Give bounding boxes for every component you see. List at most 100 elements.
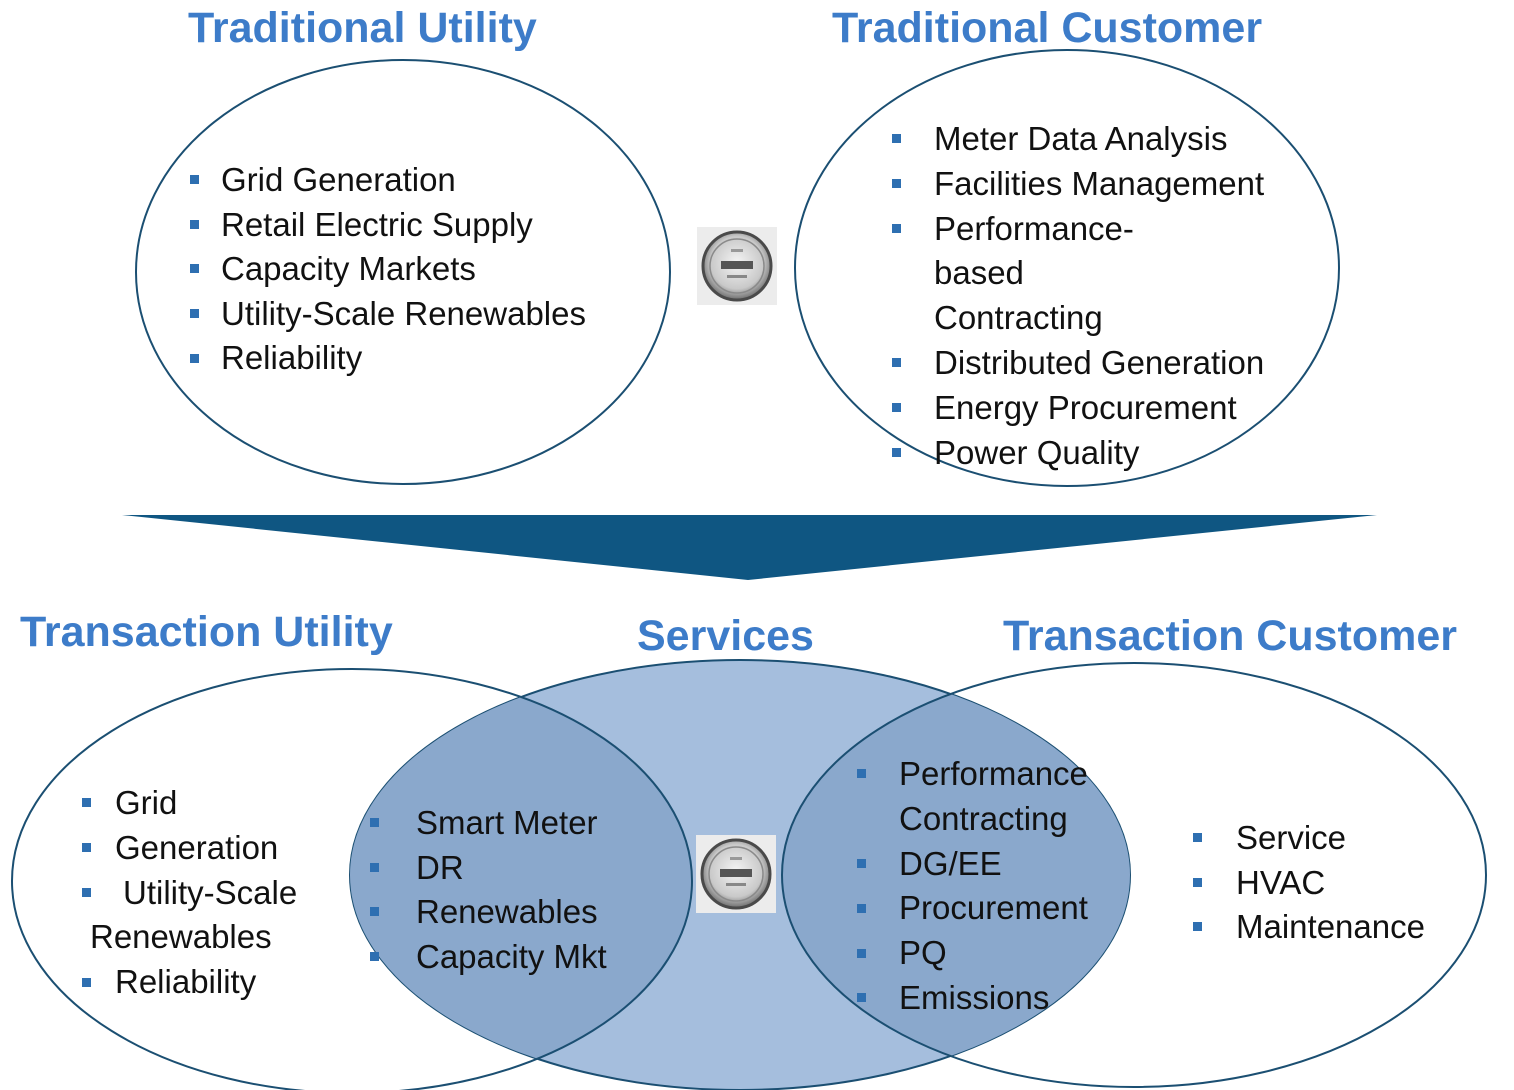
bullet-square-icon <box>190 353 199 363</box>
traditional-customer-title: Traditional Customer <box>832 4 1263 52</box>
list-item-label: Performance-based Contracting <box>934 209 1134 337</box>
list-item-label: Utility-Scale Renewables <box>90 873 298 956</box>
electric-meter-icon <box>697 227 777 305</box>
list-item-label: Performance Contracting <box>899 755 1088 837</box>
bullet-square-icon <box>892 223 901 233</box>
list-item: DR <box>364 846 607 891</box>
list-item-label: Grid <box>115 784 178 821</box>
bullet-square-icon <box>857 858 866 868</box>
bullet-square-icon <box>370 907 379 917</box>
list-item: Generation <box>82 826 321 871</box>
list-item-label: Capacity Markets <box>221 250 476 288</box>
list-item-label: Emissions <box>899 978 1050 1016</box>
transaction-customer-ellipse <box>781 662 1487 1088</box>
list-item-label: Renewables <box>416 893 598 931</box>
list-item: Smart Meter <box>364 801 607 846</box>
bullet-square-icon <box>892 179 901 189</box>
list-item: Performance Contracting <box>852 752 1151 842</box>
list-item-label: Maintenance <box>1236 908 1425 946</box>
list-item-label: Facilities Management <box>934 164 1265 202</box>
list-item-label: Utility-Scale Renewables <box>221 294 586 332</box>
list-item: Reliability <box>82 960 321 1005</box>
bullet-square-icon <box>857 769 866 779</box>
bullet-square-icon <box>190 175 199 185</box>
list-item-label: Meter Data Analysis <box>934 120 1228 157</box>
list-item: Reliability <box>186 336 586 381</box>
bullet-square-icon <box>857 903 866 913</box>
list-item-label: DR <box>416 848 464 886</box>
list-item-label: HVAC <box>1236 863 1326 901</box>
list-item: Retail Electric Supply <box>186 203 586 248</box>
list-item: Capacity Markets <box>186 247 586 292</box>
list-item: HVAC <box>1188 861 1425 906</box>
list-item: Grid Generation <box>186 158 586 203</box>
list-item: Facilities Management <box>887 162 1264 207</box>
bullet-square-icon <box>892 358 901 368</box>
list-item: Meter Data Analysis <box>887 117 1264 162</box>
bullet-square-icon <box>82 843 91 853</box>
bullet-square-icon <box>190 309 199 319</box>
list-item: Procurement <box>852 886 1151 931</box>
list-item-label: Reliability <box>221 339 363 377</box>
list-item: Power Quality <box>887 431 1264 476</box>
list-item-label: Distributed Generation <box>934 343 1265 381</box>
traditional-utility-ellipse <box>135 59 671 485</box>
bullet-square-icon <box>190 219 199 229</box>
transaction-utility-overlap <box>350 669 692 1090</box>
bullet-square-icon <box>1193 833 1202 843</box>
list-item-label: Procurement <box>899 889 1088 927</box>
transaction-utility-ellipse <box>11 668 693 1090</box>
transaction-customer-overlap <box>782 663 1130 1087</box>
list-item: DG/EE <box>852 842 1151 887</box>
bullet-square-icon <box>892 403 901 413</box>
transaction-utility-title: Transaction Utility <box>20 608 393 656</box>
traditional-utility-title: Traditional Utility <box>188 4 537 52</box>
list-item-label: Capacity Mkt <box>416 937 607 975</box>
list-item: Service <box>1188 816 1425 861</box>
list-item-label: Power Quality <box>934 433 1140 471</box>
bullet-square-icon <box>1193 922 1202 932</box>
bullet-square-icon <box>370 862 379 872</box>
bullet-square-icon <box>190 264 199 274</box>
list-item-label: Energy Procurement <box>934 388 1237 426</box>
list-item: Performance-based Contracting <box>887 207 1264 341</box>
list-item: Capacity Mkt <box>364 935 607 980</box>
traditional-customer-ellipse <box>794 49 1340 487</box>
services-title: Services <box>637 612 814 660</box>
list-item: Distributed Generation <box>887 341 1264 386</box>
list-item-label: PQ <box>899 934 947 972</box>
list-item-label: Generation <box>115 828 279 866</box>
list-item-label: Grid Generation <box>221 161 456 198</box>
list-item-label: Smart Meter <box>416 804 598 841</box>
list-item: Grid <box>82 781 321 826</box>
transaction-customer-title: Transaction Customer <box>1003 612 1457 660</box>
bullet-square-icon <box>892 134 901 144</box>
list-item: PQ <box>852 931 1151 976</box>
list-item: Utility-Scale Renewables <box>82 871 321 961</box>
list-item-label: Reliability <box>115 963 257 1001</box>
bullet-square-icon <box>1193 877 1202 887</box>
bullet-square-icon <box>370 952 379 962</box>
bullet-square-icon <box>857 993 866 1003</box>
bullet-square-icon <box>82 798 91 808</box>
bullet-square-icon <box>82 977 91 987</box>
list-item: Utility-Scale Renewables <box>186 292 586 337</box>
transition-arrow <box>122 515 1377 580</box>
list-item: Emissions <box>852 976 1151 1021</box>
list-item: Renewables <box>364 890 607 935</box>
list-item: Maintenance <box>1188 905 1425 950</box>
electric-meter-icon <box>696 835 776 913</box>
list-item-label: Service <box>1236 819 1347 856</box>
bullet-square-icon <box>857 948 866 958</box>
list-item-label: DG/EE <box>899 844 1002 882</box>
list-item: Energy Procurement <box>887 386 1264 431</box>
list-item-label: Retail Electric Supply <box>221 205 533 243</box>
bullet-square-icon <box>82 887 91 897</box>
